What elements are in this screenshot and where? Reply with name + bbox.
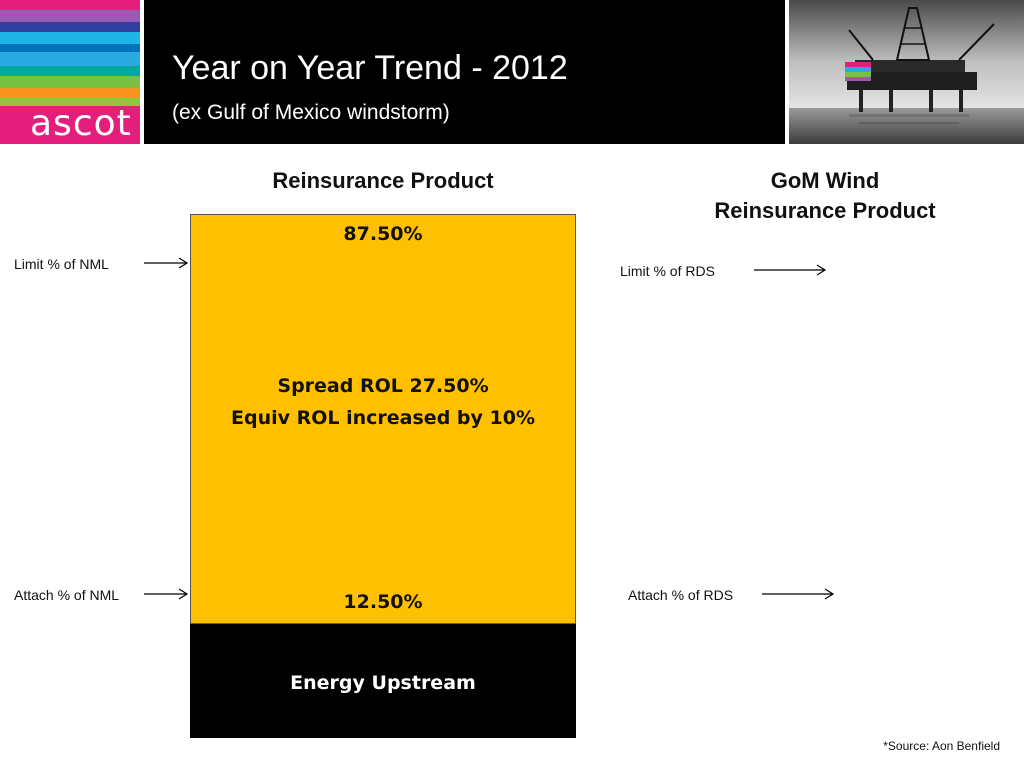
logo-stripe bbox=[0, 98, 140, 106]
logo-stripe bbox=[0, 32, 140, 44]
logo-stripe bbox=[0, 52, 140, 66]
source-note: *Source: Aon Benfield bbox=[883, 739, 1000, 753]
slide-title: Year on Year Trend - 2012 bbox=[172, 49, 568, 87]
logo-stripe bbox=[0, 88, 140, 98]
logo-stripe bbox=[0, 22, 140, 32]
attach-rds-arrow-icon bbox=[762, 588, 835, 600]
oil-rig-photo bbox=[789, 0, 1024, 144]
limit-value: 87.50% bbox=[343, 223, 423, 245]
energy-upstream-box: Energy Upstream bbox=[190, 624, 576, 738]
logo-stripe bbox=[0, 66, 140, 76]
right-column-heading: GoM Wind Reinsurance Product bbox=[660, 166, 990, 226]
logo-stripe bbox=[0, 44, 140, 52]
logo-stripe bbox=[0, 10, 140, 22]
left-heading-text: Reinsurance Product bbox=[272, 168, 494, 193]
logo-wordmark: ascot bbox=[30, 103, 132, 144]
logo-stripe bbox=[0, 0, 140, 10]
ascot-logo: ascot bbox=[0, 0, 140, 144]
limit-nml-arrow-icon bbox=[144, 257, 189, 269]
limit-nml-label: Limit % of NML bbox=[14, 256, 109, 272]
right-heading-line2: Reinsurance Product bbox=[714, 198, 936, 223]
right-heading-line1: GoM Wind bbox=[770, 168, 880, 193]
energy-upstream-label: Energy Upstream bbox=[290, 672, 476, 694]
left-column-heading: Reinsurance Product bbox=[190, 166, 576, 196]
limit-rds-arrow-icon bbox=[754, 264, 827, 276]
spread-rol-text: Spread ROL 27.50% bbox=[277, 375, 489, 397]
attach-nml-arrow-icon bbox=[144, 588, 189, 600]
slide-header: ascot Year on Year Trend - 2012 (ex Gulf… bbox=[0, 0, 1024, 144]
logo-stripe bbox=[0, 76, 140, 88]
attach-rds-label: Attach % of RDS bbox=[628, 587, 734, 603]
attach-nml-label: Attach % of NML bbox=[14, 587, 120, 603]
attach-value: 12.50% bbox=[343, 591, 423, 613]
oil-rig-image bbox=[789, 0, 1024, 144]
header-divider bbox=[140, 0, 144, 144]
logo-stripe bbox=[0, 106, 140, 144]
limit-rds-label: Limit % of RDS bbox=[620, 263, 715, 279]
equiv-rol-text: Equiv ROL increased by 10% bbox=[231, 407, 535, 429]
header-divider bbox=[785, 0, 789, 144]
reinsurance-layer-box: 87.50% Spread ROL 27.50% Equiv ROL incre… bbox=[190, 214, 576, 624]
slide-subtitle: (ex Gulf of Mexico windstorm) bbox=[172, 101, 450, 124]
